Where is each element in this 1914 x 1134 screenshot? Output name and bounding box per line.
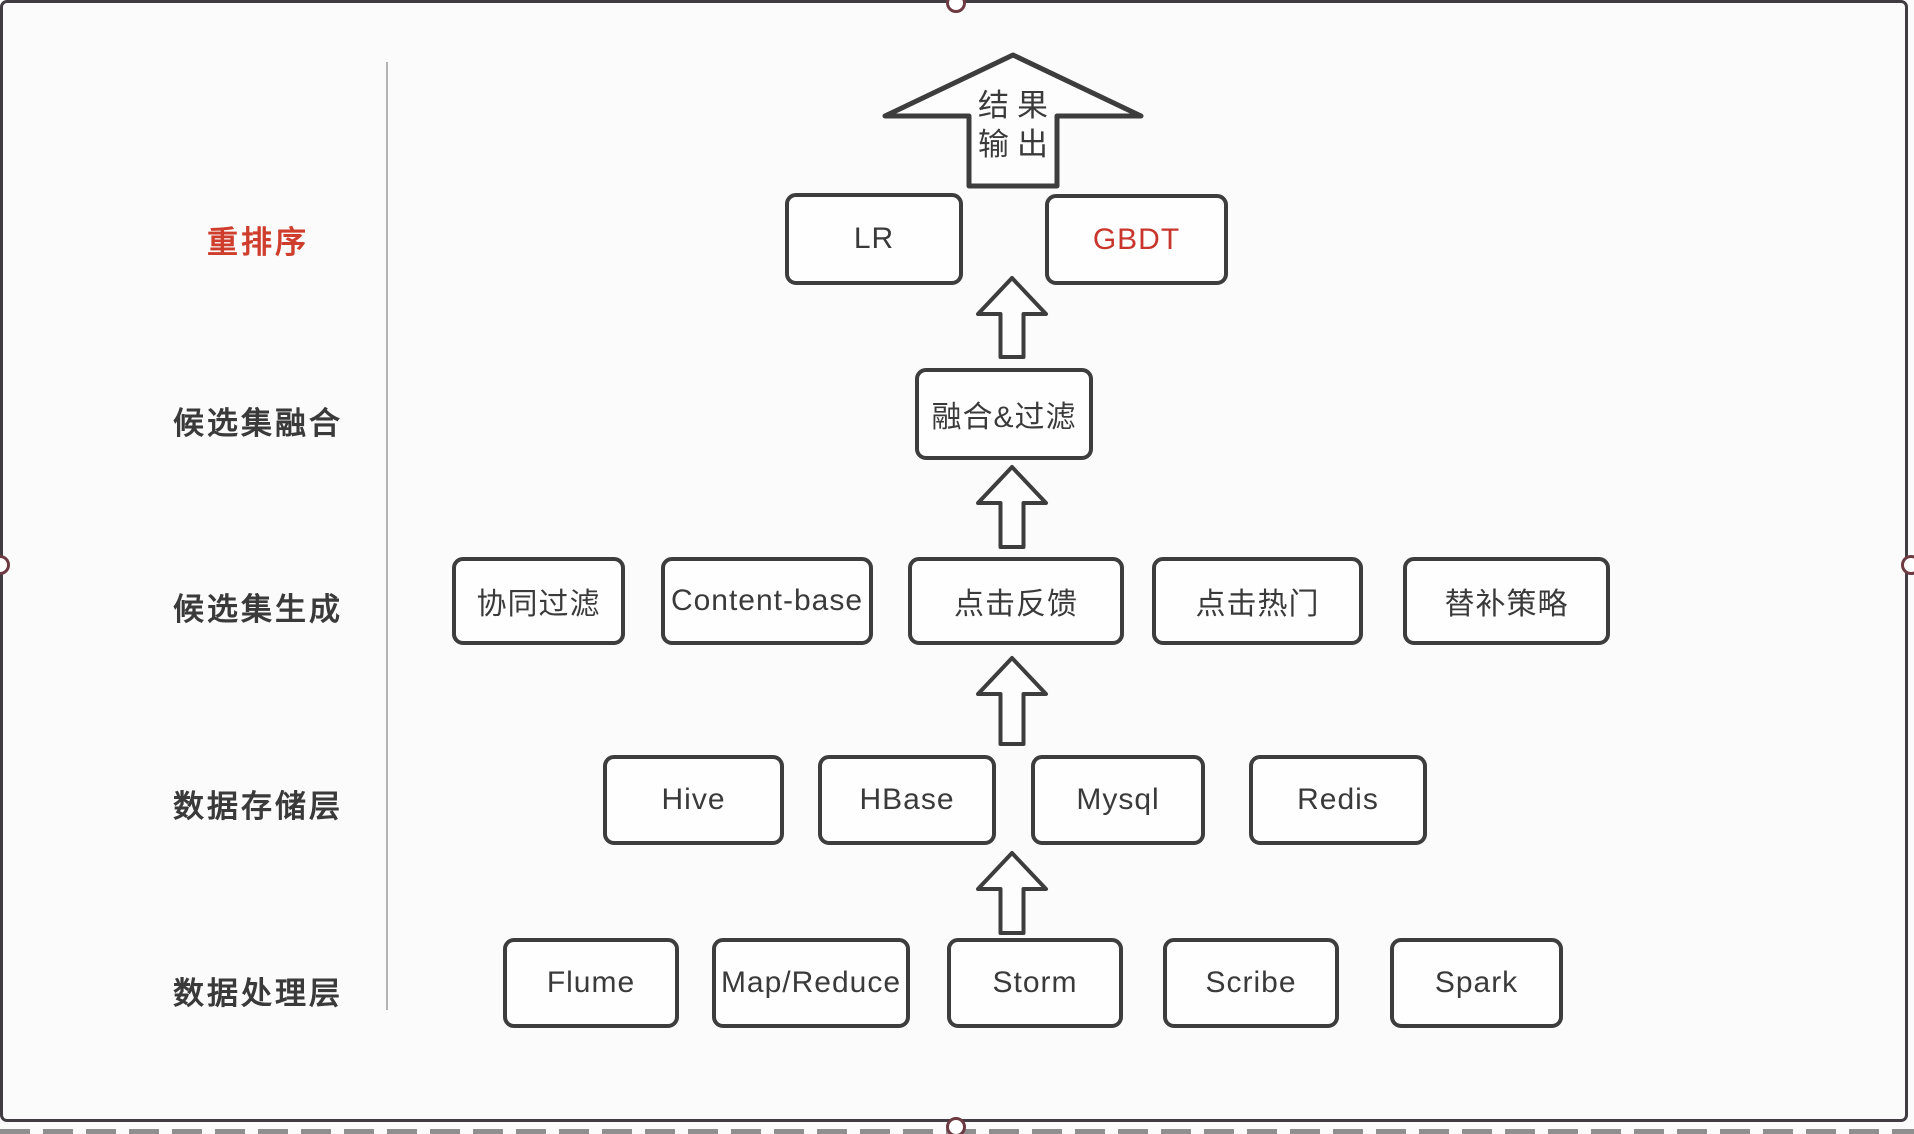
box-fallback-strategy: 替补策略 — [1403, 557, 1610, 645]
layer-label-storage: 数据存储层 — [173, 789, 343, 824]
box-spark: Spark — [1390, 938, 1563, 1028]
box-lr: LR — [785, 193, 963, 285]
box-storm: Storm — [947, 938, 1123, 1028]
box-hive: Hive — [603, 755, 784, 845]
resize-handle-bottom[interactable] — [946, 1117, 966, 1134]
box-mapreduce: Map/Reduce — [712, 938, 910, 1028]
box-mysql: Mysql — [1031, 755, 1205, 845]
box-flume: Flume — [503, 938, 679, 1028]
up-arrow-storage-to-generation-icon — [976, 656, 1048, 746]
output-arrow-label-line2: 输出 — [978, 127, 1056, 162]
box-click-feedback: 点击反馈 — [908, 557, 1124, 645]
up-arrow-fusion-to-rerank-icon — [976, 276, 1048, 359]
output-arrow-label: 结果 输出 — [913, 86, 1113, 164]
layer-label-rerank: 重排序 — [207, 225, 309, 260]
output-up-arrow-icon — [882, 52, 1144, 189]
box-click-hot: 点击热门 — [1152, 557, 1363, 645]
up-arrow-processing-to-storage-icon — [976, 851, 1048, 935]
resize-handle-top[interactable] — [946, 0, 966, 13]
up-arrow-generation-to-fusion-icon — [976, 465, 1048, 549]
box-redis: Redis — [1249, 755, 1427, 845]
box-hbase: HBase — [818, 755, 996, 845]
layer-label-fusion: 候选集融合 — [173, 406, 343, 441]
resize-handle-right[interactable] — [1901, 555, 1914, 575]
resize-handle-left[interactable] — [0, 555, 10, 575]
output-arrow-label-line1: 结果 — [978, 88, 1056, 123]
box-merge-filter: 融合&过滤 — [915, 368, 1093, 460]
box-gbdt: GBDT — [1045, 194, 1228, 285]
box-collaborative-filtering: 协同过滤 — [452, 557, 625, 645]
box-scribe: Scribe — [1163, 938, 1339, 1028]
divider-line — [386, 62, 388, 1010]
layer-label-generation: 候选集生成 — [173, 592, 343, 627]
box-content-base: Content-base — [661, 557, 873, 645]
layer-label-processing: 数据处理层 — [173, 976, 343, 1011]
